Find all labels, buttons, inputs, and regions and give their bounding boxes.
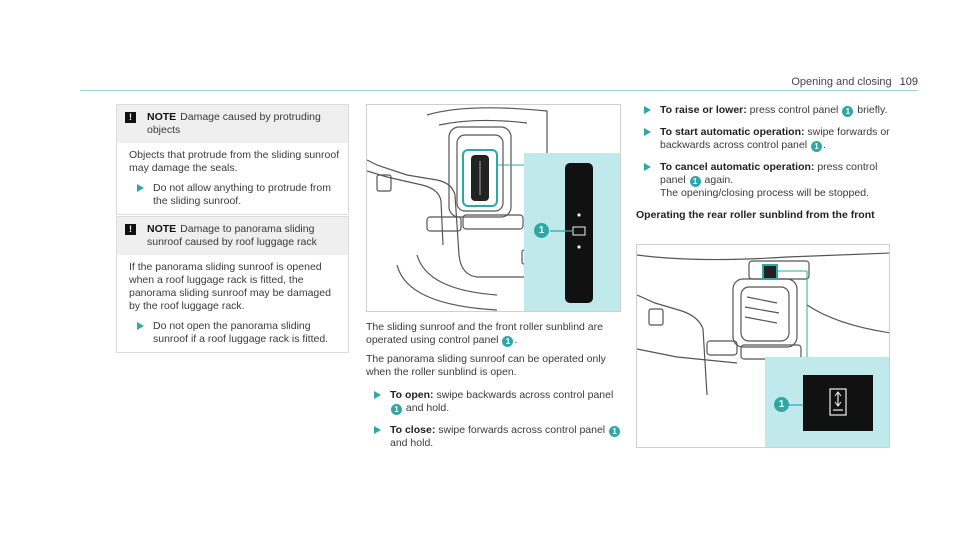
right-column: To raise or lower: press control panel 1… — [636, 104, 892, 222]
step-label: To close: — [390, 424, 436, 436]
step-label: To start automatic operation: — [660, 126, 805, 138]
callout-1: 1 — [534, 223, 549, 238]
note-text: If the panorama sliding sunroof is opene… — [129, 261, 331, 312]
callout-1: 1 — [609, 426, 621, 437]
arrow-icon — [644, 128, 651, 136]
note-text: Objects that protrude from the sliding s… — [129, 149, 340, 174]
step-label: To cancel automatic operation: — [660, 161, 815, 173]
step-result: The opening/closing process will be stop… — [660, 187, 869, 199]
running-header: Opening and closing 109 — [791, 76, 918, 89]
step-close: To close: swipe forwards across control … — [366, 424, 624, 450]
step-text-end: and hold. — [405, 402, 450, 414]
arrow-icon — [644, 106, 651, 114]
note-body: If the panorama sliding sunroof is opene… — [117, 255, 348, 352]
step-text: press control panel — [660, 161, 878, 186]
step-text: swipe backwards across control panel — [436, 389, 614, 401]
note-instruction-text: Do not allow anything to protrude from t… — [153, 182, 332, 207]
step-label: To raise or lower: — [660, 104, 747, 116]
step-open: To open: swipe backwards across control … — [366, 389, 624, 415]
step-text: swipe forwards or backwards across contr… — [660, 126, 890, 151]
step-raise-lower: To raise or lower: press control panel 1… — [636, 104, 892, 117]
section-heading: Operating the rear roller sunblind from … — [636, 209, 875, 221]
step-text: press control panel — [749, 104, 839, 116]
note-instruction-text: Do not open the panorama sliding sunroof… — [153, 320, 329, 345]
callout-1: 1 — [502, 336, 514, 347]
callout-1: 1 — [774, 397, 789, 412]
step-text: swipe forwards across control panel — [438, 424, 606, 436]
page-number: 109 — [899, 76, 918, 88]
callout-1: 1 — [391, 404, 402, 415]
note-title: Damage caused by protruding objects — [147, 111, 321, 136]
header-rule — [80, 90, 918, 91]
note-body: Objects that protrude from the sliding s… — [117, 143, 348, 214]
paragraph-operation: The sliding sunroof and the front roller… — [366, 321, 624, 347]
control-panel-drawing — [367, 107, 620, 311]
warning-icon: ! — [125, 112, 136, 123]
arrow-icon — [644, 163, 651, 171]
paragraph-panorama: The panorama sliding sunroof can be oper… — [366, 353, 606, 378]
callout-1: 1 — [842, 106, 854, 117]
warning-icon: ! — [125, 224, 136, 235]
middle-column: The sliding sunroof and the front roller… — [366, 321, 624, 459]
rear-sunblind-control-illustration: 1 — [636, 244, 890, 448]
rear-sunblind-drawing — [637, 252, 889, 447]
note-instruction: Do not allow anything to protrude from t… — [129, 182, 340, 208]
arrow-icon — [137, 322, 144, 330]
arrow-icon — [374, 391, 381, 399]
note-keyword: NOTE — [147, 111, 177, 123]
step-text-end: briefly. — [857, 104, 888, 116]
overhead-control-panel-illustration: 1 — [366, 104, 621, 312]
paragraph-text-end: . — [514, 334, 518, 346]
arrow-icon — [137, 184, 144, 192]
step-text-mid: again. — [704, 174, 734, 186]
note-keyword: NOTE — [147, 223, 177, 235]
callout-1: 1 — [811, 141, 822, 152]
arrow-icon — [374, 426, 381, 434]
callout-1: 1 — [689, 176, 701, 187]
step-automatic-operation: To start automatic operation: swipe forw… — [636, 126, 892, 152]
note-instruction: Do not open the panorama sliding sunroof… — [129, 320, 340, 346]
step-label: To open: — [390, 389, 434, 401]
section-title: Opening and closing — [791, 76, 892, 88]
note-title: Damage to panorama sliding sunroof cause… — [147, 223, 317, 248]
step-text-end: and hold. — [390, 437, 434, 449]
paragraph-text: The sliding sunroof and the front roller… — [366, 321, 603, 346]
step-text-end: . — [823, 139, 826, 151]
step-cancel-automatic: To cancel automatic operation: press con… — [636, 161, 892, 200]
